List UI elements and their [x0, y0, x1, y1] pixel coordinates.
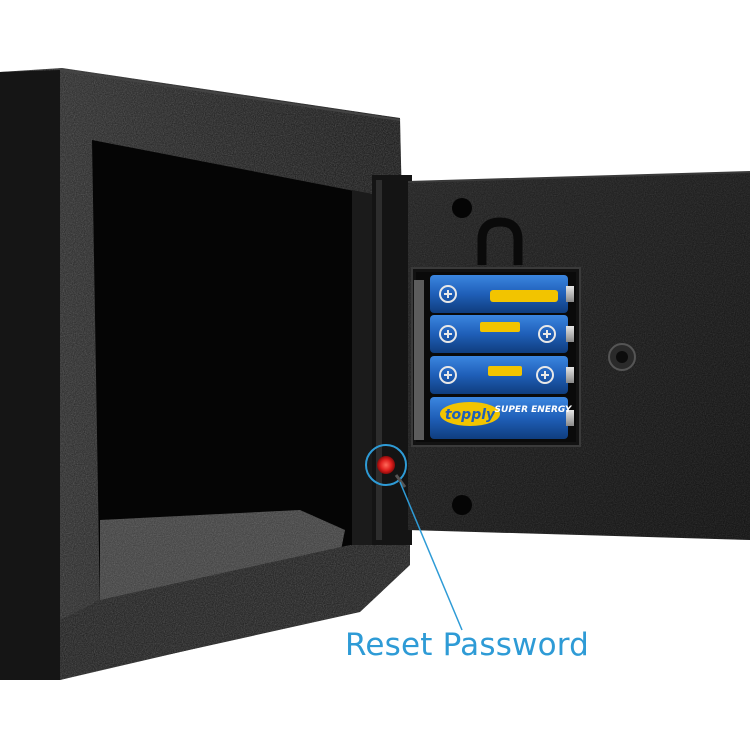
callout-leader-line [399, 481, 463, 631]
battery-sub-text: SUPER ENERGY [495, 405, 573, 415]
battery-1 [430, 275, 574, 313]
battery-4: topply SUPER ENERGY [430, 397, 574, 439]
hinge-highlight [376, 180, 382, 540]
reset-button-icon [365, 444, 407, 488]
safe-interior [92, 140, 378, 610]
screw-hole-top [452, 198, 472, 218]
lock-hook-icon [477, 217, 523, 265]
safe-front-lip [60, 545, 410, 680]
battery-2 [430, 315, 574, 353]
battery-brand-text: topply [445, 407, 496, 423]
battery-brand-logo [440, 402, 500, 426]
reset-password-label: Reset Password [345, 627, 590, 663]
screw-hole-bottom [452, 495, 472, 515]
battery-3 [430, 356, 574, 394]
